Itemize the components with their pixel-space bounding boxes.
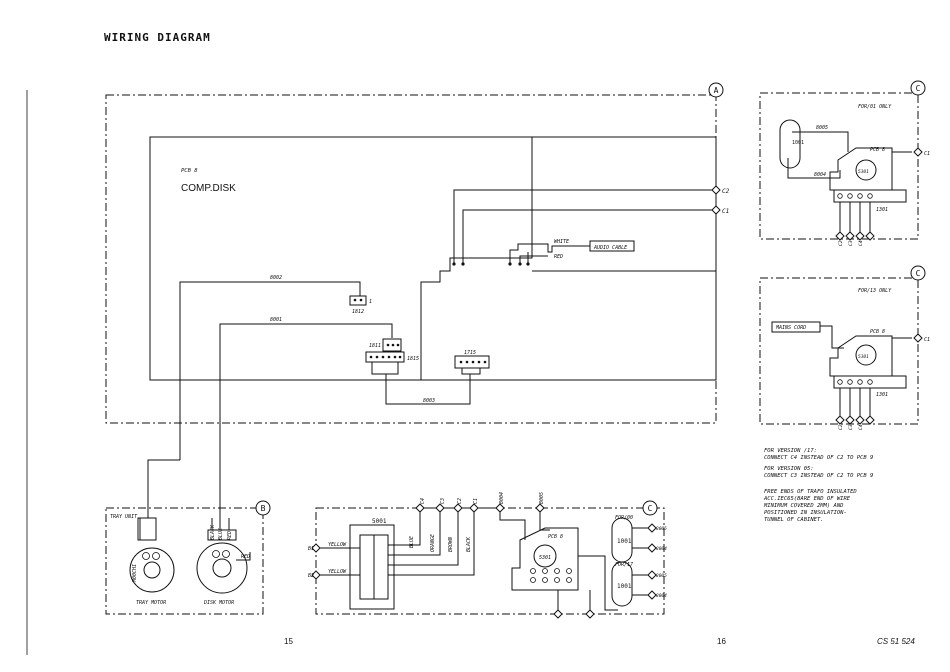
tp-c3-label: C3 bbox=[440, 498, 446, 504]
panel-13-pcb-label: PCB 8 bbox=[870, 329, 885, 335]
marker-b bbox=[255, 500, 271, 516]
black-wire-label-tp: BLACK bbox=[466, 536, 472, 552]
red-wire-label: RED bbox=[241, 554, 250, 560]
panel-for13-frame bbox=[759, 277, 919, 425]
tp-c4-label: C4 bbox=[420, 498, 426, 504]
transformer-panel-frame bbox=[315, 507, 665, 615]
transformer-5001-label: 5001 bbox=[372, 518, 387, 525]
conn-1811-label: 1811 bbox=[369, 343, 381, 349]
tp-c2-label: C2 bbox=[457, 498, 463, 504]
pcb-name: COMP.DISK bbox=[181, 183, 236, 194]
document-code: CS 51 524 bbox=[877, 637, 915, 646]
panel-01-fuse-label: 1001 bbox=[792, 140, 804, 146]
marker-a-label: A bbox=[714, 86, 719, 95]
fuse-8004-b-label: 8004 bbox=[656, 593, 667, 599]
yellow-wire-2-label: YELLOW bbox=[328, 569, 347, 575]
panel-01-c1-label: C1 bbox=[924, 151, 930, 157]
panel-01-note: FOR/01 ONLY bbox=[858, 104, 892, 110]
pin1-label: 1 bbox=[369, 299, 372, 305]
for17-label: FOR/17 bbox=[615, 562, 633, 568]
marker-c-13-label: C bbox=[916, 269, 921, 278]
panel-13-note: FOR/13 ONLY bbox=[858, 288, 892, 294]
marker-c-main bbox=[642, 500, 658, 516]
red-wire-label: RED bbox=[554, 254, 563, 260]
panel-01-pcb-label: PCB 8 bbox=[870, 147, 885, 153]
marker-c-main-label: C bbox=[648, 504, 653, 513]
note-line: TUNNEL OF CABINET. bbox=[764, 517, 824, 523]
yellow-wire-1-label: YELLOW bbox=[328, 542, 347, 548]
for00-label: FOR/00 bbox=[615, 515, 633, 521]
conn-1815-label: 1815 bbox=[407, 356, 419, 362]
panel-for01-frame bbox=[759, 92, 919, 240]
note-line: FOR VERSION 05: bbox=[764, 466, 814, 472]
tp-8005-label: 8005 bbox=[539, 492, 545, 504]
panel-01-5301-label: 5301 bbox=[858, 169, 869, 175]
panel-01-1301-label: 1301 bbox=[876, 207, 888, 213]
b2-label: B2 bbox=[308, 573, 314, 579]
page-title: WIRING DIAGRAM bbox=[104, 31, 211, 44]
panel-01-8005-label: 8005 bbox=[816, 125, 828, 131]
marker-b-label: B bbox=[261, 504, 266, 513]
tray-motor-label: TRAY MOTOR bbox=[136, 600, 166, 606]
main-c2-label: C2 bbox=[722, 188, 730, 195]
tray-unit-label: TRAY UNIT bbox=[110, 514, 138, 520]
switch-5301-label: 5301 bbox=[539, 555, 551, 561]
brown-wire-label: BROWN bbox=[448, 536, 454, 552]
main-panel-frame bbox=[105, 94, 717, 424]
black-wire-label: BLACK bbox=[210, 524, 216, 540]
panel-01-c4-label: C4 bbox=[858, 240, 864, 246]
tp-c1-label: C1 bbox=[473, 498, 479, 504]
note-line: FOR VERSION /17: bbox=[764, 448, 817, 454]
main-c1-label: C1 bbox=[722, 208, 729, 215]
pcb-outline bbox=[149, 136, 717, 381]
fuse-8005-b-label: 8005 bbox=[656, 573, 667, 579]
red-wire-vertical-label: RED bbox=[227, 531, 233, 540]
motor-panel-frame bbox=[105, 507, 264, 615]
fuse-8005-a-label: 8005 bbox=[656, 526, 667, 532]
tp-pcb-label: PCB 8 bbox=[548, 534, 563, 540]
marker-c-01-label: C bbox=[916, 84, 921, 93]
panel-01-c2-label: C2 bbox=[838, 240, 844, 246]
motor-model-label: M00CHI bbox=[132, 564, 138, 583]
conn-1715-label: 1715 bbox=[464, 350, 476, 356]
note-line: FREE ENDS OF TRAFO INSULATED bbox=[764, 489, 857, 495]
fuse-1001-b-label: 1001 bbox=[617, 583, 632, 590]
pcb-label: PCB 8 bbox=[181, 168, 198, 174]
page-number-right: 16 bbox=[717, 637, 726, 646]
b1-label: B1 bbox=[308, 546, 314, 552]
wire-8001-label: 8001 bbox=[270, 317, 282, 323]
marker-c-01 bbox=[910, 80, 926, 96]
white-wire-label: WHITE bbox=[554, 239, 569, 245]
marker-c-13 bbox=[910, 265, 926, 281]
fuse-1001-a-label: 1001 bbox=[617, 538, 632, 545]
panel-13-c1-label: C1 bbox=[924, 337, 930, 343]
panel-01-8004-label: 8004 bbox=[814, 172, 826, 178]
disk-motor-label: DISK MOTOR bbox=[203, 600, 234, 606]
panel-01-c3-label: C3 bbox=[848, 240, 854, 246]
note-line: POSITIONED IN INSULATION- bbox=[764, 510, 847, 516]
wire-8002-label: 8002 bbox=[270, 275, 282, 281]
panel-13-c2-label: C2 bbox=[838, 424, 844, 430]
panel-13-c3-label: C3 bbox=[848, 424, 854, 430]
wire-8003-label: 8003 bbox=[423, 398, 435, 404]
conn-1812-label: 1812 bbox=[352, 309, 364, 315]
panel-13-5301-label: 5301 bbox=[858, 354, 869, 360]
fuse-8004-a-label: 8004 bbox=[656, 546, 667, 552]
panel-13-c4-label: C4 bbox=[858, 424, 864, 430]
orange-wire-label: ORANGE bbox=[430, 534, 436, 552]
audio-cable-label: AUDIO CABLE bbox=[593, 245, 627, 251]
blue-wire-label-tp: BLUE bbox=[409, 536, 415, 548]
tp-8004-label: 8004 bbox=[499, 492, 505, 504]
blue-wire-label: BLUE bbox=[218, 528, 224, 540]
note-line: MINIMUM COVERED 2MM) AND bbox=[763, 503, 844, 509]
note-line: CONNECT C4 INSTEAD OF C2 TO PCB 9 bbox=[764, 455, 873, 461]
panel-13-1301-label: 1301 bbox=[876, 392, 888, 398]
note-line: ACC.IEC65(BARE END OF WIRE bbox=[763, 496, 851, 502]
note-line: CONNECT C3 INSTEAD OF C2 TO PCB 9 bbox=[764, 473, 873, 479]
mains-cord-label: MAINS CORD bbox=[775, 325, 806, 331]
marker-a bbox=[708, 82, 724, 98]
page-number-left: 15 bbox=[284, 637, 293, 646]
